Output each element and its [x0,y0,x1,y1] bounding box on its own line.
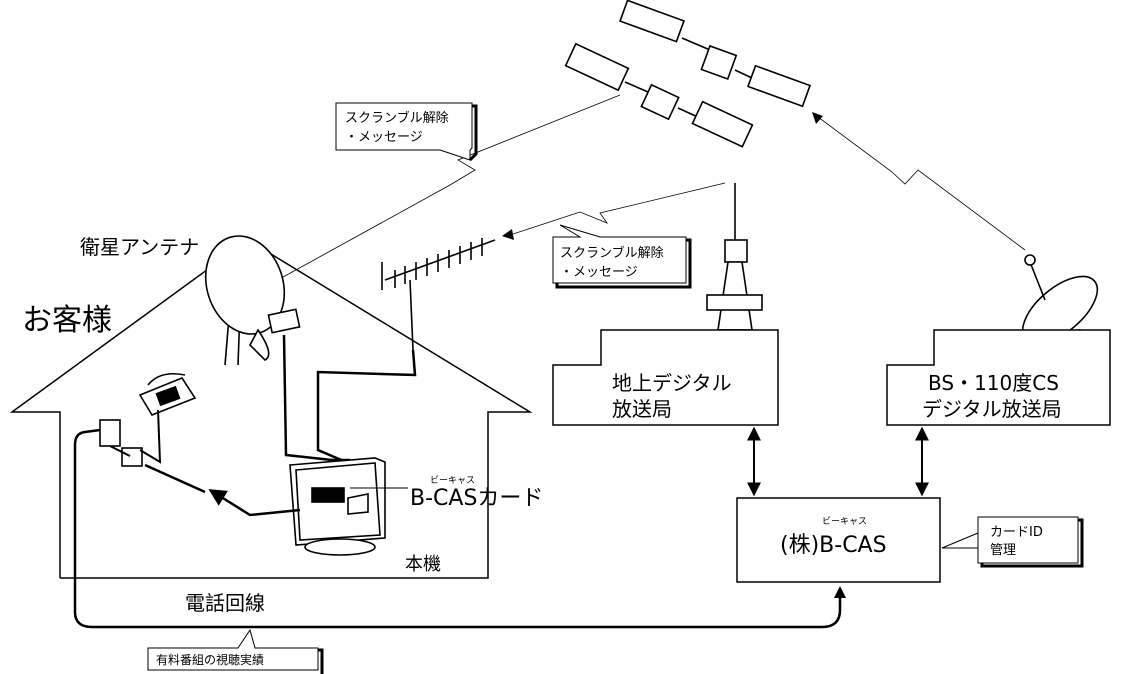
bs-cs-station-line2: デジタル放送局 [922,397,1062,421]
bs-cs-station-line1: BS・110度CS [928,371,1059,395]
card-id-pointer [941,532,979,549]
terrestrial-station-line2: 放送局 [612,397,672,421]
satellite-antenna-label: 衛星アンテナ [80,235,199,259]
phone-splitter-icon [99,409,162,467]
scramble-callout-1-box [335,102,473,161]
tv-unit-icon [289,457,386,556]
card-id-line1: カードID [990,525,1043,540]
terrestrial-antenna-icon [381,238,496,351]
scramble-callout-1-line1: スクランブル解除 [345,110,449,126]
satellite-icon [564,42,754,148]
customer-label: お客様 [22,303,112,338]
scramble-callout-1-line2: ・メッセージ [345,130,423,145]
phone-line-label: 電話回線 [185,591,265,615]
scramble-callout-2-line2: ・メッセージ [560,265,638,280]
satellite-icon [619,0,812,108]
house-outline [9,239,533,579]
viewing-record-label: 有料番組の視聴実績 [156,652,264,667]
bcas-company-ruby: ビーキャス [822,516,867,527]
unit-label: 本機 [405,554,441,575]
viewing-record-callout-box [147,628,319,671]
satellite-dish-antenna-icon [204,235,301,366]
broadcast-arrowheads [502,112,823,240]
upload-data-arrow [208,488,301,517]
terrestrial-station-line1: 地上デジタル [612,371,732,395]
phone-line [73,428,842,629]
bcas-company-box [736,497,941,583]
bcas-company-label: (株)B-CAS [780,533,887,558]
antenna-cables [282,334,417,470]
bs-cs-station-box [886,329,1111,426]
scramble-callout-2-box [552,224,687,284]
telephone-icon [138,372,197,416]
card-id-callout-box [977,516,1079,564]
bcas-card-ruby: ビーキャス [430,475,475,486]
card-id-line2: 管理 [990,543,1016,558]
broadcast-wave-lines [264,94,1026,288]
scramble-callout-2-line1: スクランブル解除 [560,245,664,261]
bcas-card-label: B-CASカード [410,486,543,511]
terrestrial-station-box [552,329,779,426]
